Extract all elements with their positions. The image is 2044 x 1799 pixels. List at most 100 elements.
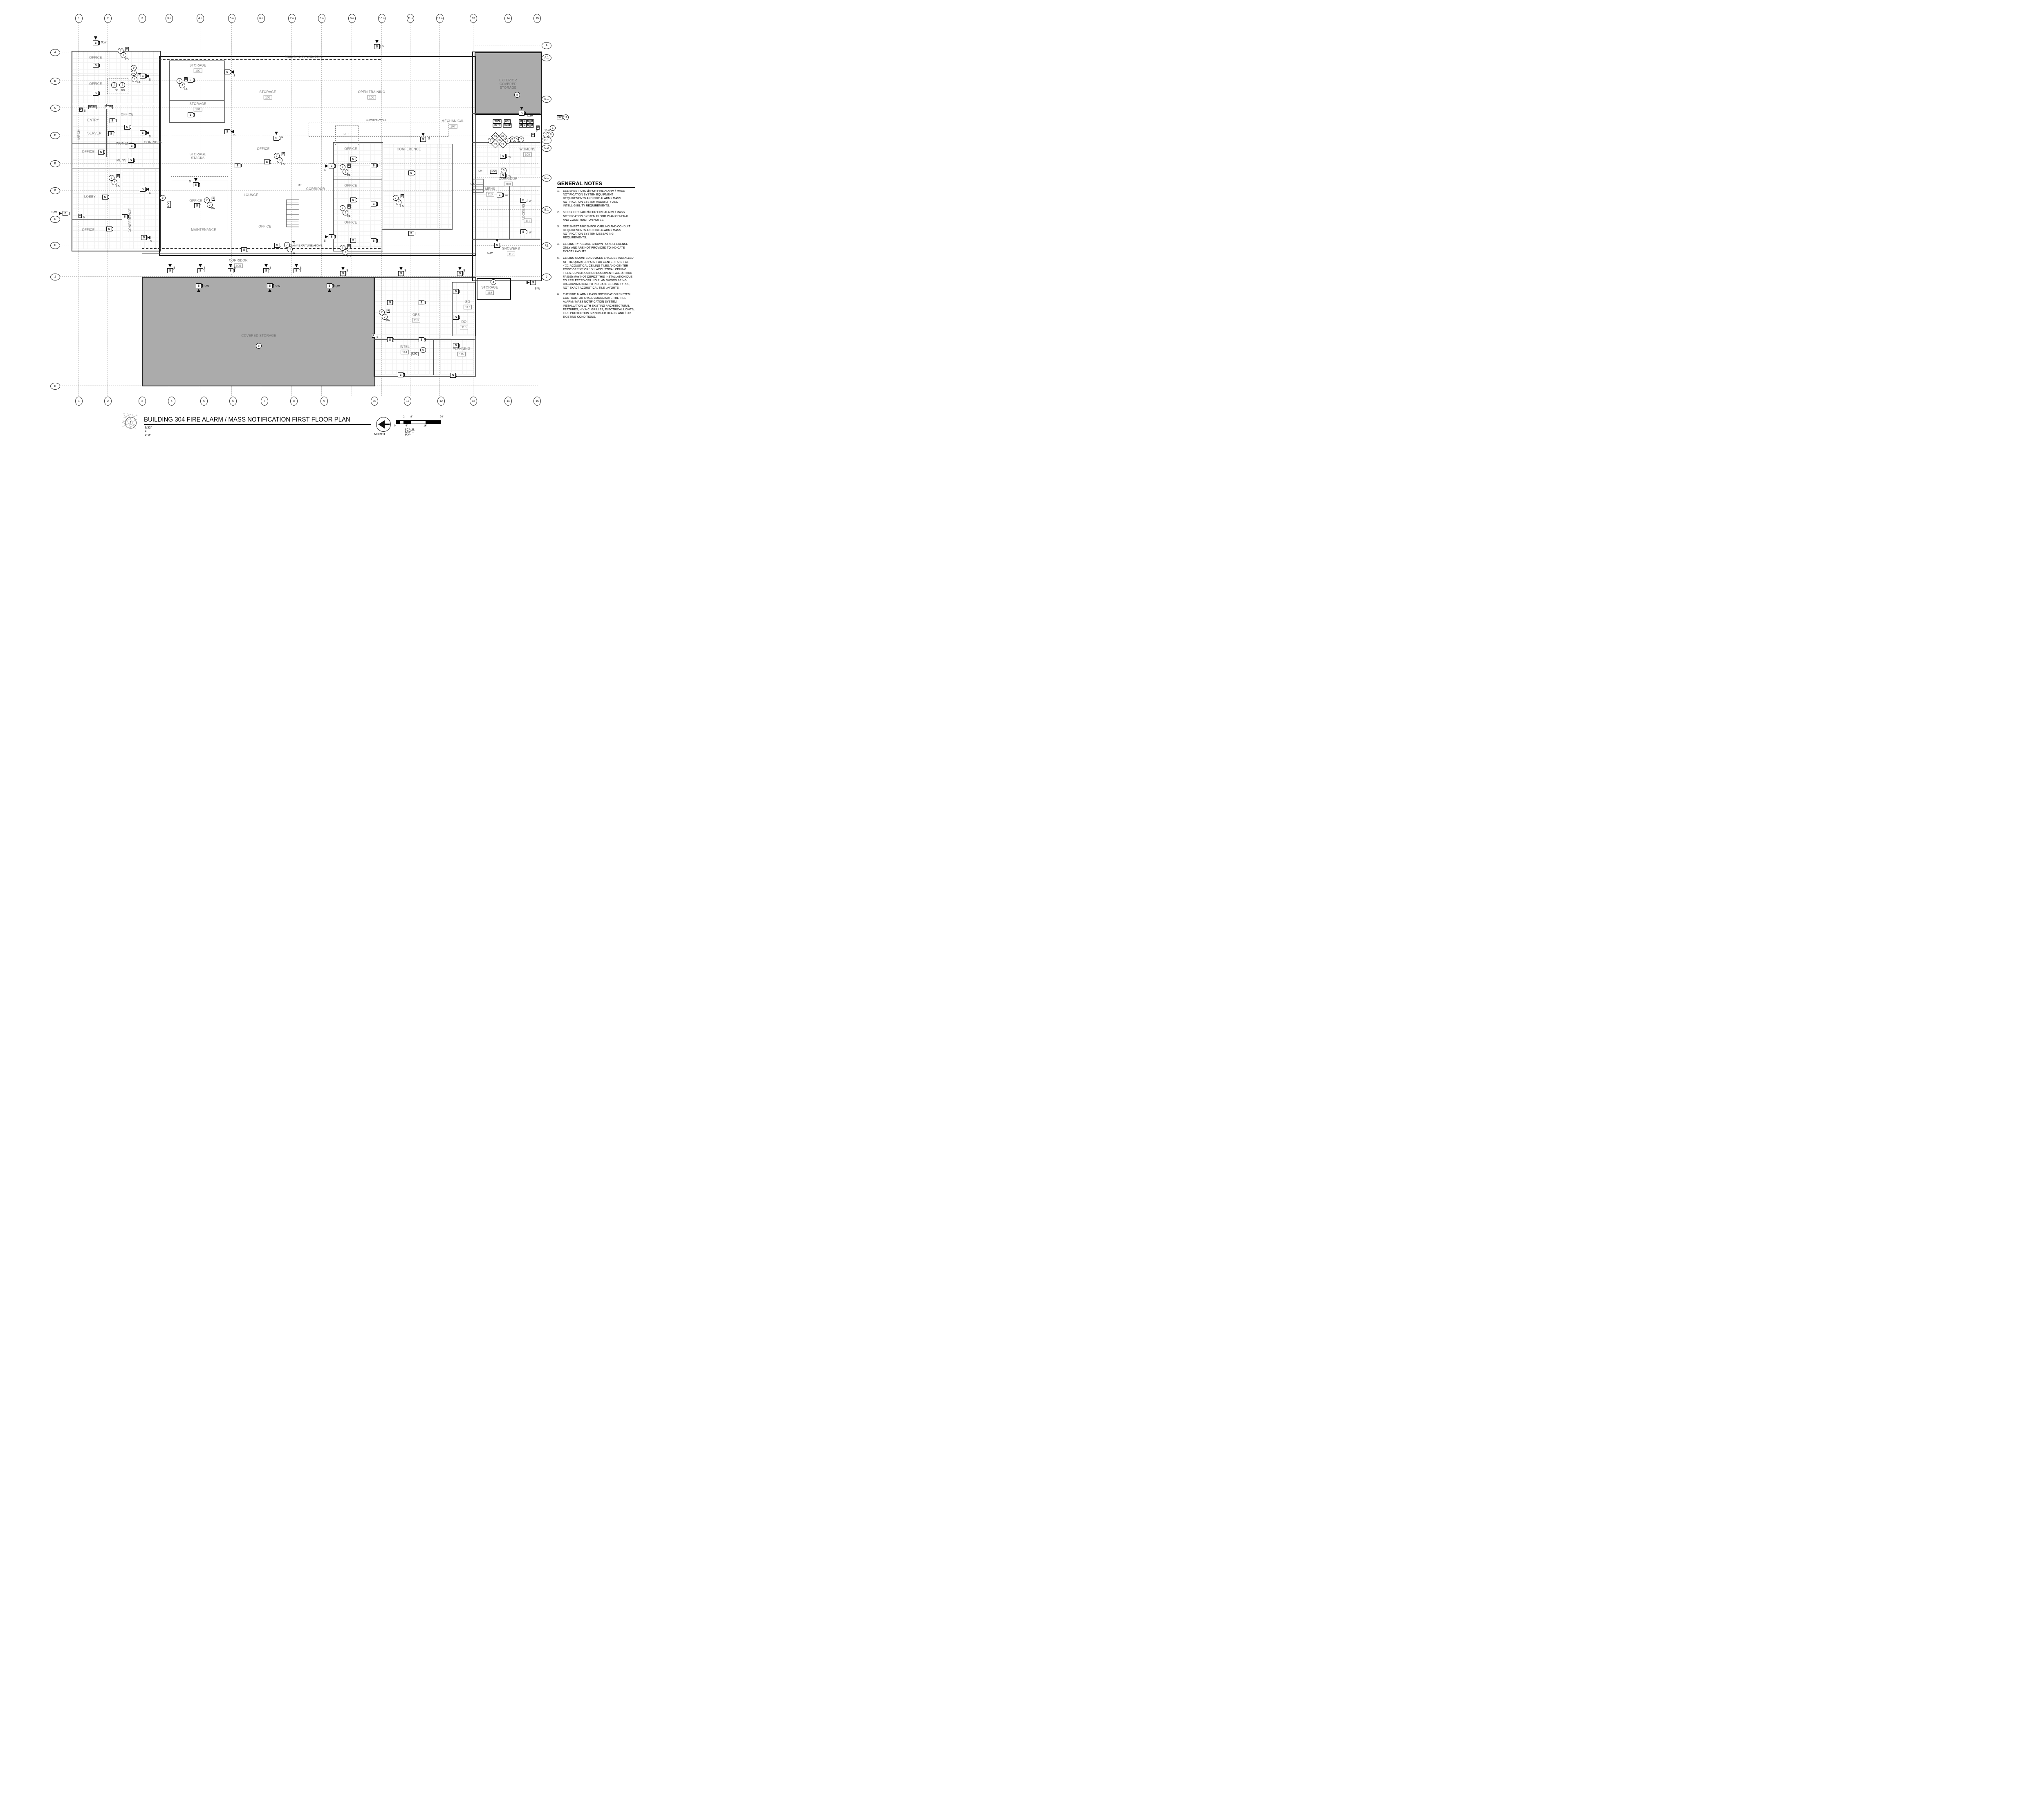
annotation-label: S	[536, 129, 538, 132]
room-number: 105	[234, 263, 243, 268]
scale-tick-label: 0'	[394, 424, 396, 427]
grid-bubble-left: J	[50, 273, 60, 280]
grid-bubble-right: A	[542, 42, 551, 49]
scale-bar-segment	[426, 421, 440, 424]
speaker-horn-icon	[399, 267, 403, 270]
general-note-item: THE FIRE ALARM / MASS NOTIFICATION SYSTE…	[557, 293, 634, 319]
equipment-box: PIV	[557, 115, 563, 119]
room-label: MENS	[116, 158, 127, 162]
room-wall	[171, 180, 228, 230]
pull-station-tag: S	[84, 110, 86, 112]
grid-bubble-right: C.2	[542, 144, 551, 152]
wall-outline	[72, 51, 161, 251]
speaker-horn-icon	[527, 281, 530, 284]
wall-speaker-icon: S	[224, 70, 231, 74]
pull-station-box: P	[79, 108, 83, 112]
equipment-box: M	[526, 123, 530, 128]
switch-diamond-label: TS	[494, 143, 497, 145]
room-label: COVERED STORAGE	[241, 334, 276, 338]
general-note-item: SEE SHEET FA002b FOR FIRE ALARM / MASS N…	[557, 211, 629, 222]
annotation-label: UP	[470, 182, 474, 186]
fa-tag: FA	[116, 185, 120, 188]
speaker-device-icon: S	[188, 78, 195, 83]
wall-line	[472, 239, 540, 240]
room-label: OFFICE	[189, 199, 202, 203]
equipment-box: R	[536, 126, 540, 130]
wall-line	[169, 100, 224, 101]
speaker-tag: S	[428, 137, 430, 140]
speaker-horn-icon	[275, 132, 278, 135]
wall-line	[72, 219, 122, 220]
relay-box: R	[211, 197, 215, 201]
speaker-device-icon: S	[500, 154, 507, 159]
wall-line	[509, 186, 510, 239]
grid-bubble-bottom: 11	[404, 397, 411, 406]
callout-bubble: 6	[160, 195, 166, 201]
junction-bubble: J	[343, 210, 348, 215]
grid-bubble-top: 12.a	[436, 14, 444, 23]
speaker-tag: S	[189, 180, 191, 183]
wall-speaker-icon: S	[420, 137, 427, 142]
grid-line-row	[475, 245, 540, 246]
callout-bubble: 6	[501, 168, 507, 173]
junction-bubble: J	[132, 76, 137, 82]
wall-speaker-icon: S	[457, 271, 464, 276]
speaker-horn-icon	[458, 267, 462, 270]
scale-bar-segment	[411, 421, 426, 424]
annotation-label: W	[505, 194, 508, 197]
room-label: OPEN TRAINING	[358, 90, 385, 94]
grid-line-column	[231, 23, 232, 396]
speaker-tag: S,W	[535, 287, 540, 290]
plan-scale: 3/32" = 1'-0"	[145, 426, 152, 437]
north-label: NORTH	[374, 432, 385, 436]
room-label: CORRIDOR	[499, 177, 518, 181]
wall-speaker-icon: S	[63, 211, 69, 216]
speaker-device-icon: S	[235, 163, 242, 168]
callout-bubble: B	[548, 132, 554, 137]
grid-bubble-bottom: 2	[104, 397, 112, 406]
speaker-horn-icon	[341, 267, 345, 270]
speaker-device-icon: S	[93, 63, 100, 68]
room-number: 109	[504, 182, 513, 186]
speaker-horn-icon	[199, 264, 202, 267]
room-label: PLANNING	[453, 347, 471, 351]
grid-line-row	[475, 209, 540, 210]
wall-outline	[374, 277, 476, 377]
wall-speaker-icon: S	[327, 283, 334, 288]
speaker-horn-icon	[375, 40, 379, 43]
speaker-device-icon: S	[274, 243, 281, 248]
relay-box: R	[281, 152, 285, 156]
speaker-tag: S	[234, 267, 236, 269]
callout-bubble: 6	[420, 347, 426, 353]
room-wall	[452, 282, 475, 336]
speaker-device-icon: S	[188, 112, 195, 117]
speaker-tag: S	[233, 134, 235, 137]
keynote-bubble: 7	[177, 78, 182, 84]
speaker-horn-icon	[197, 289, 200, 292]
wall-speaker-icon: S	[519, 111, 526, 116]
wall-speaker-icon: S	[228, 268, 235, 273]
annotation-label: FA,W	[544, 128, 550, 132]
grid-bubble-left: F	[50, 187, 60, 194]
speaker-device-icon: S	[350, 238, 357, 243]
equipment-box: XMTR	[493, 123, 502, 128]
speaker-tag: S	[173, 267, 175, 269]
speaker-horn-icon	[146, 74, 149, 78]
speaker-device-icon: S	[450, 373, 457, 378]
wall-speaker-icon: S	[329, 164, 336, 168]
shaded-area	[142, 277, 375, 386]
room-label: MAINTENANCE	[191, 228, 216, 232]
wall-speaker-icon: S	[141, 235, 148, 240]
wall-speaker-icon: S	[263, 268, 270, 273]
speaker-device-icon: S	[129, 144, 136, 148]
speaker-tag: S	[300, 267, 302, 269]
relay-box: R	[291, 241, 296, 245]
grid-bubble-top: 3.a	[166, 14, 173, 23]
speaker-device-icon: S	[108, 131, 115, 136]
speaker-horn-icon	[59, 212, 62, 215]
equipment-box: M	[519, 123, 523, 128]
grid-bubble-top: 8.a	[318, 14, 325, 23]
room-number: 112	[507, 251, 515, 256]
room-label: WOMENS	[116, 141, 132, 146]
